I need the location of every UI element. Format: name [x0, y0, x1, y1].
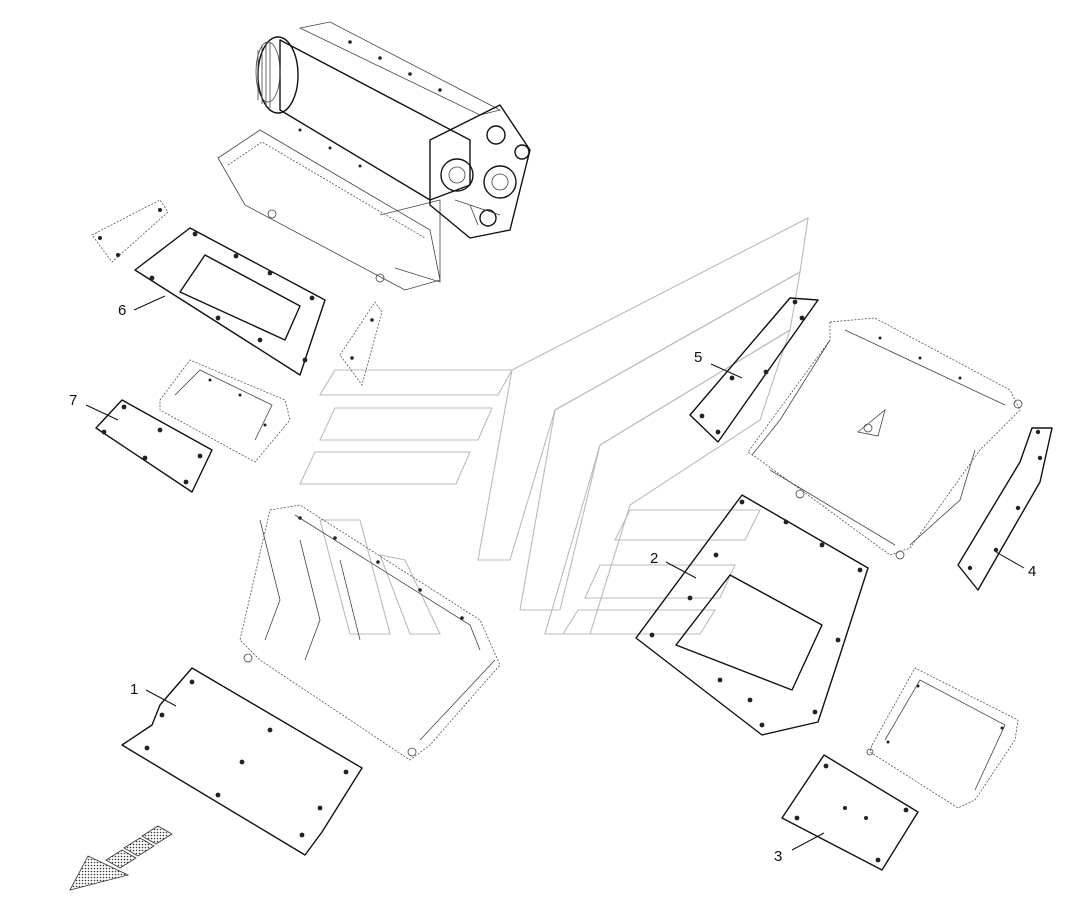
part-6-cover-plate: [134, 227, 326, 376]
part-3-plate: [781, 754, 919, 871]
callout-2: 2: [650, 550, 658, 567]
callout-6: 6: [118, 302, 126, 319]
callout-7: 7: [69, 392, 77, 409]
callout-4: 4: [1028, 563, 1036, 580]
part-2-window-panel: [635, 494, 869, 736]
watermark-logo: [299, 217, 809, 635]
part-5-curved-strip: [689, 297, 819, 443]
callout-3: 3: [774, 848, 782, 865]
callout-1: 1: [130, 681, 138, 698]
right-hopper-assembly: [747, 317, 1023, 560]
part-7-plate: [95, 399, 213, 493]
direction-arrow-icon: [69, 825, 173, 891]
part-4-curved-strip: [957, 427, 1053, 591]
callout-5: 5: [694, 349, 702, 366]
bracket-frame-left: [159, 359, 291, 463]
bracket-frame-right: [866, 667, 1019, 809]
triangle-plate-left: [91, 199, 169, 263]
angled-plate-center: [339, 301, 383, 386]
motor-cylinder-assembly: [217, 21, 531, 291]
central-frame-assembly: [239, 504, 501, 761]
part-1-bottom-plate: [121, 667, 363, 856]
